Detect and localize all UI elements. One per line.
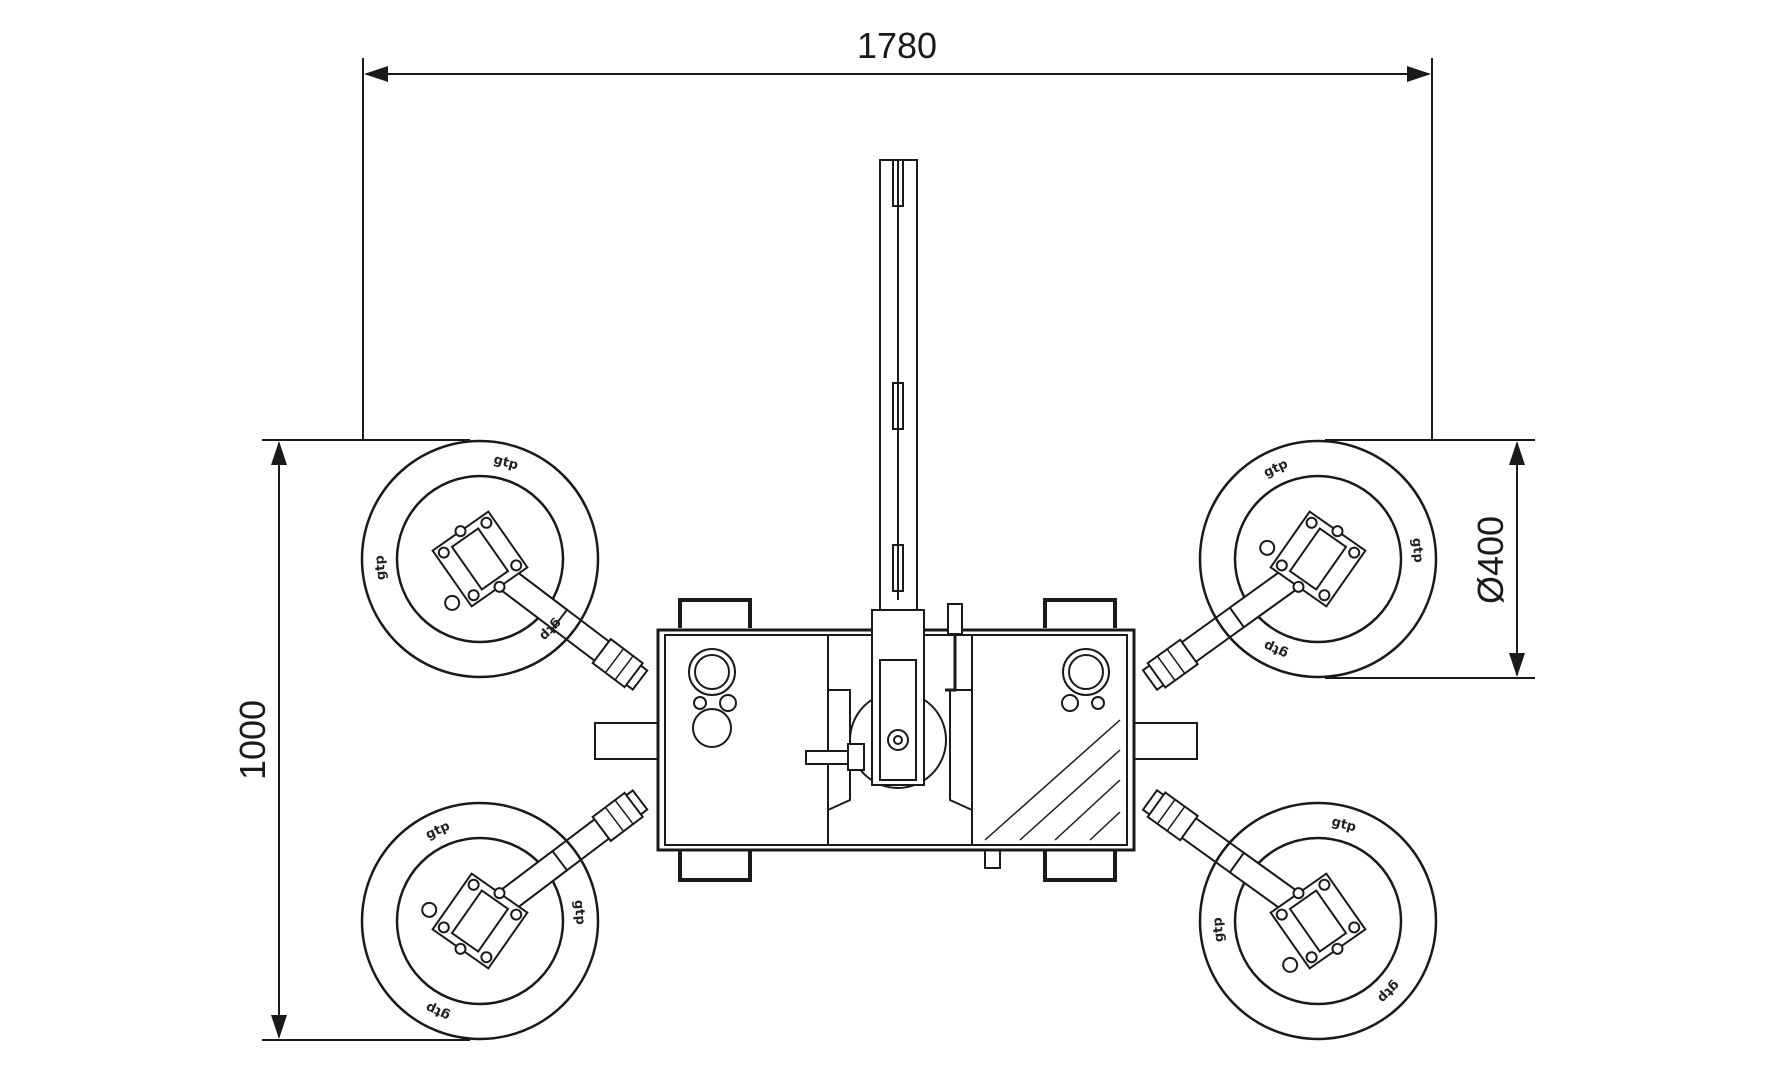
pivot-pin [887,729,909,751]
pad-diameter-label: Ø400 [1470,516,1511,604]
vacuum-gauge-left-inner [694,654,730,690]
boom-slot-lower [892,544,904,592]
indicator-right-b [1091,696,1105,710]
vacuum-gauge-right-inner [1068,654,1104,690]
pad-inner-front-left [395,474,565,644]
width-dimension [362,58,1433,440]
pad-inner-rear-right [1233,836,1403,1006]
side-tab-right [1132,722,1198,760]
boom-slot-middle [892,382,904,430]
frame-foot [984,850,1001,869]
handle-bottom-left [678,850,752,882]
boom-arm [879,159,918,671]
side-tab-left [594,722,660,760]
suction-pad-rear-left: gtp gtp gtp [360,789,649,1041]
suction-pad-front-right: gtp gtp gtp [1141,439,1438,692]
pad-inner-front-right [1233,474,1403,644]
pad-label-front-left-2: gtp [492,452,520,473]
pad-label-rear-right-1: gtp [1210,917,1227,943]
pad-label-rear-right-2: gtp [1330,814,1358,835]
lever-top-grip [947,603,963,635]
pad-label-rear-right-3: gtp [1374,977,1402,1005]
pad-outer-rear-left [360,801,600,1041]
pad-outer-rear-right [1198,801,1438,1041]
pad-diameter-dimension [1325,439,1535,679]
pad-label-front-right-2: gtp [1409,537,1426,563]
boom-slot-top [892,159,904,207]
pivot-pin-inner [893,735,903,745]
pad-label-rear-left-2: gtp [571,899,588,925]
width-dimension-label: 1780 [857,25,937,66]
frame-hatching [984,719,1121,841]
indicator-left-b [719,694,737,712]
pad-label-front-left-1: gtp [372,555,389,581]
handle-top-left [678,598,752,628]
pad-mount-front-right [1259,510,1367,608]
indicator-right-a [1061,694,1079,712]
lever-left-grip [847,743,865,771]
pad-label-rear-left-3: gtp [424,999,453,1023]
handle-top-right [1043,598,1117,628]
pad-mount-rear-right [1269,872,1367,973]
height-dimension [262,439,470,1041]
suction-pad-rear-right: gtp gtp gtp [1141,788,1438,1041]
pad-outer-front-right [1198,439,1438,679]
pad-label-rear-left-1: gtp [424,819,453,843]
pad-label-front-right-3: gtp [1262,637,1291,661]
pad-mount-rear-left [421,872,529,970]
pad-outer-front-left [360,439,600,679]
pad-inner-rear-left [395,836,565,1006]
valve-knob-left [692,708,732,748]
pad-label-front-right-1: gtp [1262,457,1291,481]
central-mount-plate [827,634,973,846]
height-dimension-label: 1000 [232,700,273,780]
rotation-bracket-inner [879,659,917,781]
indicator-left-a [693,696,707,710]
handle-bottom-right [1043,850,1117,882]
pad-mount-front-left [431,510,529,611]
main-frame [594,598,1198,882]
